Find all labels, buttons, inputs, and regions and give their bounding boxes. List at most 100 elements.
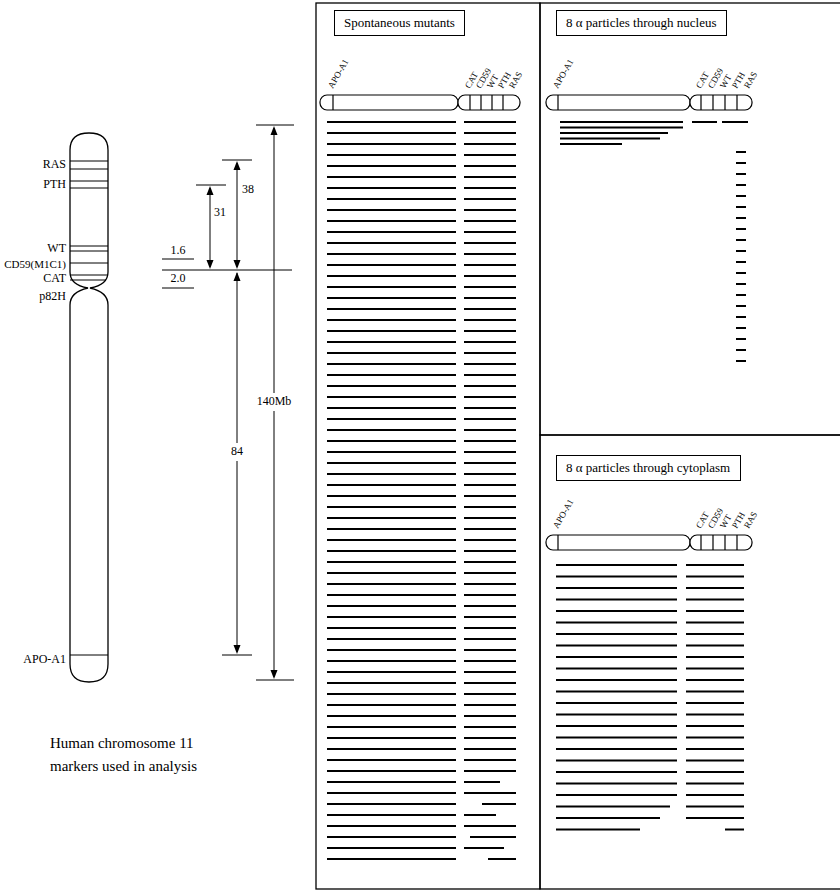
mutant-segment bbox=[464, 748, 516, 750]
mutant-segment bbox=[327, 495, 456, 497]
reference-line bbox=[162, 270, 292, 271]
mutant-segment bbox=[327, 418, 456, 420]
mutant-segment bbox=[556, 794, 677, 796]
band-line bbox=[70, 161, 108, 162]
marker-line bbox=[557, 535, 558, 550]
mutant-segment bbox=[560, 121, 683, 123]
mutant-segment bbox=[464, 275, 516, 277]
mutant-segment bbox=[327, 143, 456, 145]
arrow-head bbox=[207, 260, 214, 269]
marker-line bbox=[736, 95, 737, 110]
mutant-segment bbox=[736, 316, 746, 318]
distance-label: 2.0 bbox=[171, 272, 186, 285]
mutant-segment bbox=[327, 154, 456, 156]
figure-caption: Human chromosome 11 markers used in anal… bbox=[50, 732, 225, 777]
mutant-segment bbox=[736, 217, 746, 219]
mutant-segment bbox=[464, 693, 516, 695]
mutant-segment bbox=[736, 261, 746, 263]
mutant-segment bbox=[327, 517, 456, 519]
mutant-segment bbox=[736, 305, 746, 307]
mutant-segment bbox=[464, 638, 516, 640]
mutant-segment bbox=[686, 564, 744, 566]
mutant-segment bbox=[556, 633, 677, 635]
mutant-segment bbox=[327, 770, 456, 772]
mutant-segment bbox=[464, 462, 516, 464]
panel-header-box: Spontaneous mutants bbox=[334, 10, 465, 36]
mutant-segment bbox=[686, 576, 744, 578]
arrow-head bbox=[207, 186, 214, 195]
mutant-segment bbox=[464, 792, 516, 794]
mutant-segment bbox=[488, 858, 516, 860]
marker-label: APO-A1 bbox=[23, 653, 66, 666]
mutant-segment bbox=[327, 363, 456, 365]
mutant-segment bbox=[464, 374, 516, 376]
mutant-segment bbox=[327, 396, 456, 398]
mutant-segment bbox=[556, 691, 677, 693]
mutant-segment bbox=[327, 671, 456, 673]
mutant-segment bbox=[686, 587, 744, 589]
short-arm bbox=[690, 535, 752, 550]
mutant-segment bbox=[725, 829, 744, 831]
mutant-segment bbox=[686, 633, 744, 635]
mutant-segment bbox=[327, 209, 456, 211]
mutant-segment bbox=[736, 151, 746, 153]
marker-label: p82H bbox=[39, 290, 66, 303]
mutant-segment bbox=[464, 759, 516, 761]
mutant-segment bbox=[464, 385, 516, 387]
mutant-segment bbox=[464, 253, 516, 255]
mutant-segment bbox=[556, 806, 670, 808]
mutant-segment bbox=[327, 451, 456, 453]
mutant-segment bbox=[327, 594, 456, 596]
mutant-segment bbox=[327, 572, 456, 574]
mutant-segment bbox=[464, 781, 500, 783]
mutant-segment bbox=[556, 783, 677, 785]
mutant-segment bbox=[556, 714, 677, 716]
mutant-segment bbox=[692, 121, 717, 123]
mutant-segment bbox=[464, 737, 516, 739]
mutant-segment bbox=[686, 702, 744, 704]
mutant-segment bbox=[464, 407, 516, 409]
dimension-arrow bbox=[237, 163, 238, 267]
mutant-segment bbox=[464, 649, 516, 651]
mutant-segment bbox=[327, 440, 456, 442]
band-line bbox=[70, 246, 108, 247]
mutant-segment bbox=[327, 726, 456, 728]
mutant-segment bbox=[556, 760, 677, 762]
mutant-segment bbox=[464, 231, 516, 233]
mutant-segment bbox=[736, 338, 746, 340]
mutant-segment bbox=[464, 671, 516, 673]
mutant-segment bbox=[327, 319, 456, 321]
mutant-segment bbox=[327, 275, 456, 277]
mutant-segment bbox=[686, 806, 744, 808]
mutant-segment bbox=[464, 770, 516, 772]
mutant-segment bbox=[686, 737, 744, 739]
mutant-segment bbox=[464, 220, 516, 222]
mutant-segment bbox=[560, 127, 683, 129]
mutant-segment bbox=[464, 528, 516, 530]
mutant-segment bbox=[560, 132, 668, 134]
mutant-segment bbox=[464, 330, 516, 332]
mutant-segment bbox=[327, 253, 456, 255]
mutant-segment bbox=[686, 714, 744, 716]
mutant-segment bbox=[464, 165, 516, 167]
mutant-segment bbox=[686, 771, 744, 773]
mutant-segment bbox=[464, 143, 516, 145]
mutant-segment bbox=[464, 484, 516, 486]
mutant-segment bbox=[464, 561, 516, 563]
marker-line bbox=[724, 535, 725, 550]
mutant-segment bbox=[327, 561, 456, 563]
mutant-segment bbox=[464, 506, 516, 508]
mutant-segment bbox=[556, 817, 660, 819]
mutant-segment bbox=[560, 143, 622, 145]
mutant-segment bbox=[464, 132, 516, 134]
mutant-segment bbox=[464, 286, 516, 288]
mutant-segment bbox=[556, 737, 677, 739]
mutant-segment bbox=[327, 539, 456, 541]
panel-title: 8 α particles through nucleus bbox=[566, 15, 717, 31]
mutant-segment bbox=[686, 725, 744, 727]
mutant-segment bbox=[327, 308, 456, 310]
mutant-segment bbox=[464, 726, 516, 728]
mutant-segment bbox=[464, 319, 516, 321]
tick-line bbox=[256, 125, 294, 126]
mutant-segment bbox=[327, 385, 456, 387]
